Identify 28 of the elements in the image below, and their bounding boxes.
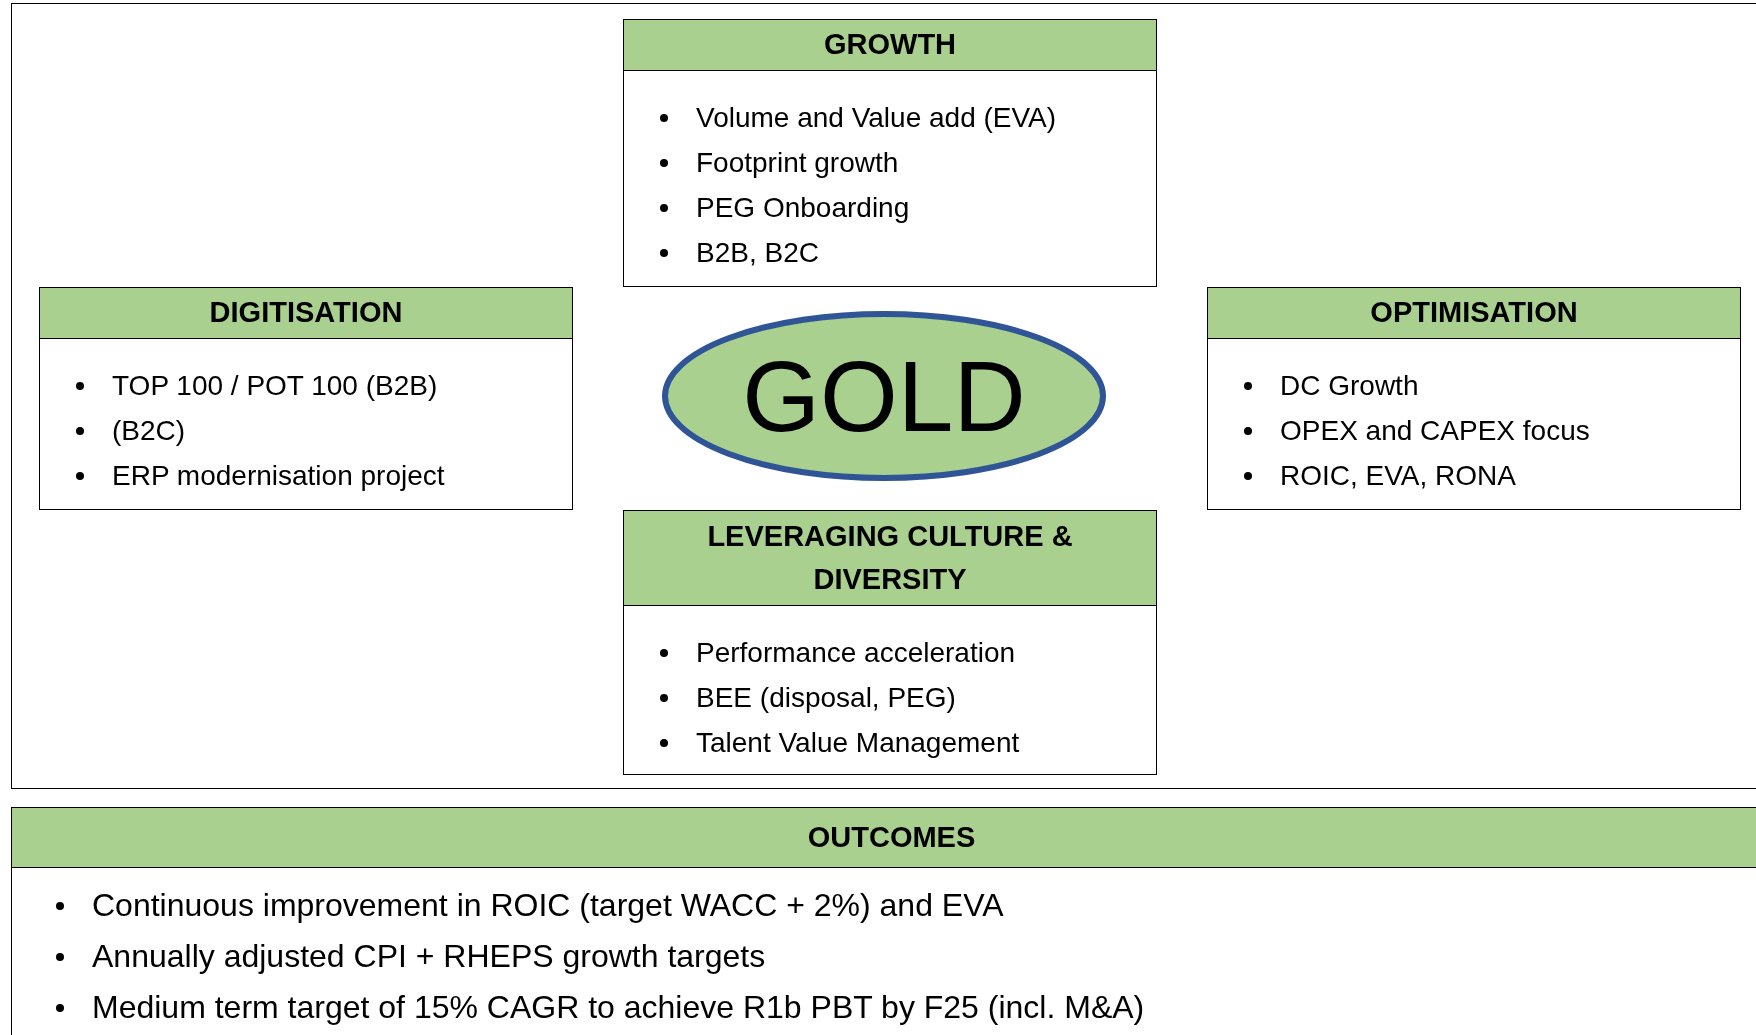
bullet-text: DC Growth bbox=[1280, 370, 1419, 401]
bullet-text: ROIC, EVA, RONA bbox=[1280, 460, 1516, 491]
ellipse-node bbox=[661, 310, 1107, 482]
bullet-text: TOP 100 / POT 100 (B2B) bbox=[112, 370, 438, 401]
card-heading: LEVERAGING CULTURE & DIVERSITY bbox=[624, 511, 1156, 606]
bullet-text: Footprint growth bbox=[696, 147, 899, 178]
card-heading: OUTCOMES bbox=[12, 808, 1756, 868]
centre-label: GOLD bbox=[742, 338, 1026, 454]
category-card bbox=[39, 287, 573, 510]
card-heading: DIGITISATION bbox=[40, 288, 572, 339]
bullet-text: BEE (disposal, PEG) bbox=[696, 682, 956, 713]
bullet-text: Annually adjusted CPI + RHEPS growth targets bbox=[92, 938, 766, 974]
card-heading: GROWTH bbox=[624, 20, 1156, 71]
category-card bbox=[623, 510, 1157, 775]
category-card bbox=[1207, 287, 1741, 510]
bullet-text: Continuous improvement in ROIC (target WACC + 2%) and EVA bbox=[92, 887, 1004, 923]
card-heading: OPTIMISATION bbox=[1208, 288, 1740, 339]
category-card bbox=[11, 807, 1756, 1035]
bullet-text: Volume and Value add (EVA) bbox=[696, 102, 1057, 133]
bullet-text: Medium term target of 15% CAGR to achieve R1b PBT by F25 (incl. M&A) bbox=[92, 989, 1145, 1025]
category-card bbox=[623, 19, 1157, 287]
bullet-text: B2B, B2C bbox=[696, 237, 819, 268]
bullet-text: Talent Value Management bbox=[696, 727, 1020, 758]
bullet-text: PEG Onboarding bbox=[696, 192, 910, 223]
bullet-text: OPEX and CAPEX focus bbox=[1280, 415, 1590, 446]
bullet-text: ERP modernisation project bbox=[112, 460, 445, 491]
bullet-text: Performance acceleration bbox=[696, 637, 1016, 668]
bullet-text: (B2C) bbox=[112, 415, 186, 446]
